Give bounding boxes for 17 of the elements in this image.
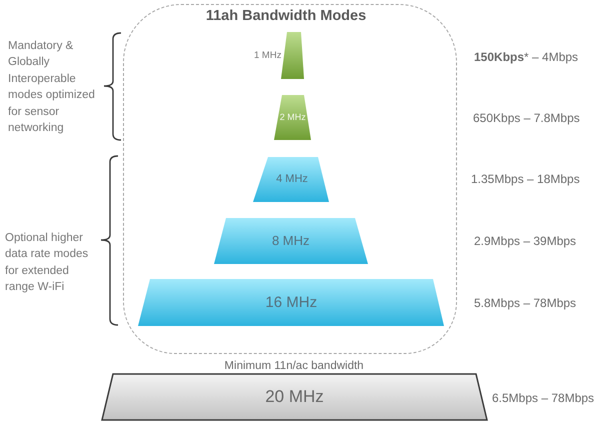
- band-label: 1 MHz: [254, 50, 282, 61]
- band-label: 4 MHz: [276, 173, 308, 186]
- data-rate-label: 6.5Mbps – 78Mbps: [492, 391, 594, 405]
- caption-text: Minimum 11n/ac bandwidth: [224, 359, 364, 373]
- band-label: 16 MHz: [265, 294, 318, 312]
- frame-title: 11ah Bandwidth Modes: [206, 8, 366, 25]
- band-label: 8 MHz: [272, 233, 310, 249]
- data-rate-label: 150Kbps* – 4Mbps: [474, 50, 578, 64]
- note-text: Optional higher data rate modes for extended range W-iFi: [5, 231, 90, 296]
- data-rate-label: 2.9Mbps – 39Mbps: [474, 234, 576, 248]
- data-rate-label: 650Kbps – 7.8Mbps: [473, 111, 580, 125]
- band-label: 2 MHz: [280, 112, 306, 123]
- data-rate-label: 5.8Mbps – 78Mbps: [474, 296, 576, 310]
- band-label: 20 MHz: [265, 387, 324, 407]
- note-text: Mandatory & Globally Interoperable modes optimized for sensor networking: [8, 39, 96, 136]
- dashed-frame: [123, 4, 457, 354]
- data-rate-label: 1.35Mbps – 18Mbps: [471, 172, 580, 186]
